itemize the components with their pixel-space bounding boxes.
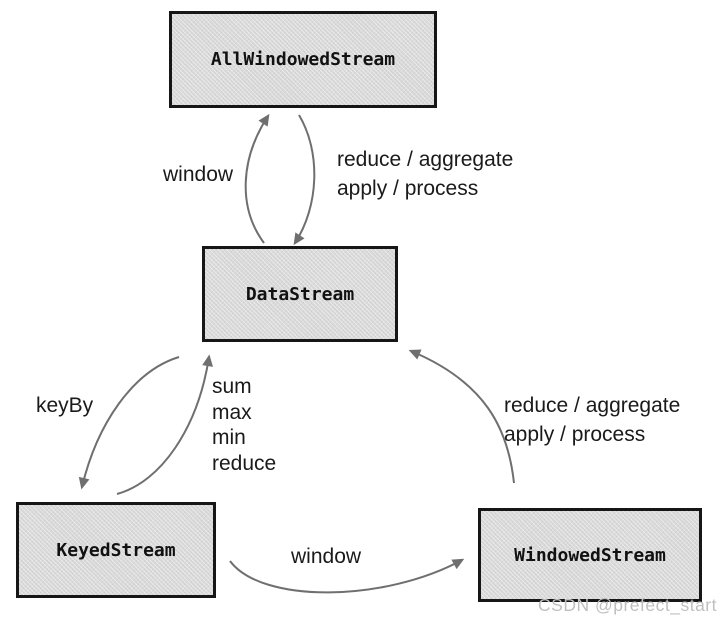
node-windowed-stream-label: WindowedStream (514, 544, 666, 566)
edge-label-line: window (163, 163, 234, 186)
arrow-reduce-aggregate-down (293, 114, 316, 246)
edge-label-line: reduce / aggregate (337, 148, 514, 171)
edge-label-window-up: window (163, 160, 233, 189)
node-data-stream-label: DataStream (245, 283, 355, 305)
edge-label-reduce-aggregate-up: reduce / aggregate apply / process (504, 391, 680, 449)
arrow-reduce-aggregate-up (408, 349, 515, 484)
edge-label-line: apply / process (504, 423, 646, 446)
node-all-windowed-stream-label: AllWindowedStream (210, 49, 396, 70)
edge-label-keyby-down: keyBy (36, 391, 93, 420)
edge-label-line: keyBy (36, 394, 94, 417)
arrow-window-right (229, 558, 465, 594)
edge-label-line: window (291, 545, 362, 568)
node-all-windowed-stream: AllWindowedStream (169, 11, 437, 108)
edge-label-window-right: window (291, 542, 361, 571)
edge-label-line: apply / process (337, 177, 479, 200)
node-keyed-stream: KeyedStream (16, 502, 216, 598)
edge-label-line: reduce / aggregate (504, 394, 681, 417)
edge-label-line: min (212, 426, 246, 449)
edge-label-line: reduce (212, 451, 277, 475)
arrow-window-up (244, 113, 270, 244)
edge-label-line: max (212, 400, 252, 424)
csdn-watermark: CSDN @prefect_start (538, 595, 717, 615)
node-keyed-stream-label: KeyedStream (56, 539, 176, 561)
node-windowed-stream: WindowedStream (478, 508, 702, 602)
arrow-aggregations-up (116, 354, 213, 495)
edge-label-reduce-aggregate-down: reduce / aggregate apply / process (337, 145, 513, 203)
arrow-keyby-down (78, 356, 180, 490)
edge-label-aggregations-up: sum max min reduce (212, 374, 276, 476)
edge-label-line: sum (212, 375, 252, 398)
node-data-stream: DataStream (202, 246, 398, 342)
